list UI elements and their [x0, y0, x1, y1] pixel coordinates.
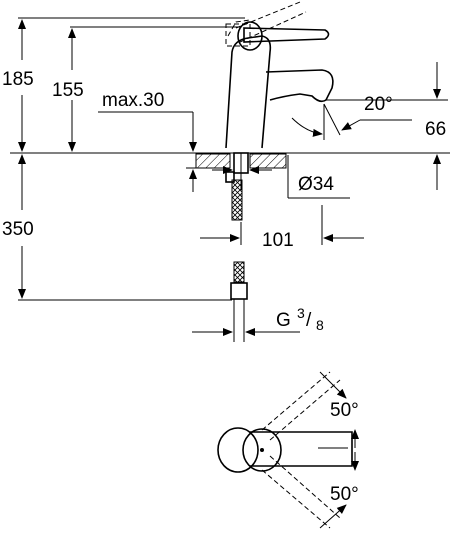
rotation-positions [261, 371, 341, 529]
top-body-inner [242, 428, 282, 472]
label-thread-prefix: G [276, 310, 291, 331]
lever-alt-cap [225, 23, 251, 47]
hose-fitting [230, 282, 248, 300]
rot-up-arrow [319, 371, 347, 399]
faucet-body [225, 35, 272, 149]
angle-arc [291, 117, 323, 137]
hose-upper [231, 179, 243, 221]
label-rotation-down: 50° [330, 484, 359, 505]
faucet-lever [243, 27, 330, 43]
label-thread-num: 3 [297, 305, 305, 321]
label-thread-slash: / [306, 310, 312, 331]
lever-alt-position [227, 1, 307, 43]
top-view [217, 371, 359, 529]
label-thread: G 3 / 8 [276, 305, 324, 333]
top-center-dot [260, 448, 264, 452]
label-lever-angle: 20° [364, 94, 393, 115]
top-body-outer [217, 427, 259, 473]
lever-cap [237, 21, 263, 51]
label-total-height: 185 [2, 69, 34, 90]
label-thread-den: 8 [316, 317, 324, 333]
angle-ref-slant [323, 103, 341, 136]
label-spout-clearance: 66 [425, 119, 446, 140]
label-hose-length: 350 [2, 219, 34, 240]
label-reach: 101 [262, 230, 294, 251]
label-spout-height: 155 [52, 80, 84, 101]
top-lever [250, 431, 353, 467]
label-max-thickness: max.30 [102, 90, 164, 111]
deck-right-hatch [249, 153, 287, 169]
hose-lower-break [233, 261, 245, 283]
label-rotation-up: 50° [330, 400, 359, 421]
label-hole-diameter: Ø34 [298, 174, 334, 195]
side-view [10, 1, 450, 342]
rot-down-arrow [319, 504, 347, 529]
angle-20-arrow [341, 119, 361, 131]
faucet-spout [265, 69, 334, 103]
deck-left-hatch [195, 153, 231, 169]
